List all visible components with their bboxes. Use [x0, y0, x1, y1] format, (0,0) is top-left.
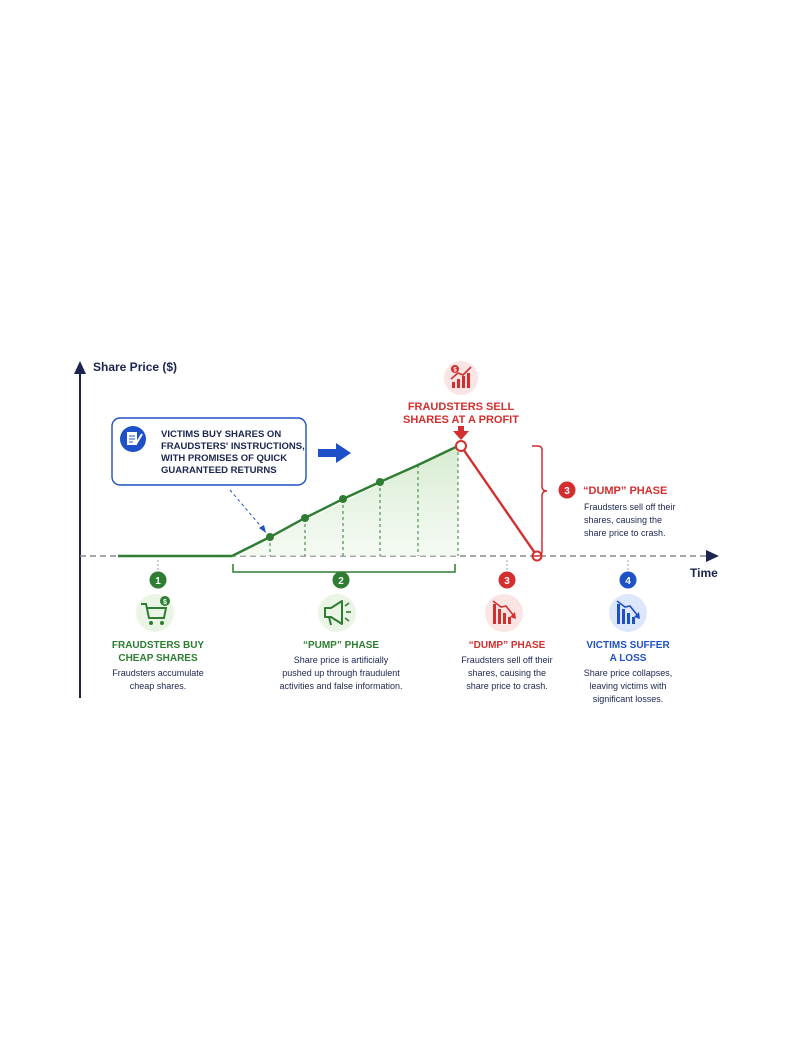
svg-text:$: $: [453, 368, 457, 374]
y-axis-label: Share Price ($): [93, 360, 177, 374]
phase-2-number: 2: [338, 576, 344, 587]
svg-text:A LOSS: A LOSS: [610, 653, 647, 664]
phase-2: 2 “PUMP” PHASE Share price is artificial…: [279, 571, 403, 691]
pump-bracket: [232, 564, 456, 573]
svg-text:FRAUDSTERS' INSTRUCTIONS,: FRAUDSTERS' INSTRUCTIONS,: [161, 441, 305, 452]
svg-text:VICTIMS BUY SHARES ON: VICTIMS BUY SHARES ON: [161, 429, 281, 440]
pump-point: [301, 514, 309, 522]
phase-1-badge: [149, 571, 167, 589]
dump-side-badge: [558, 481, 576, 499]
svg-text:GUARANTEED RETURNS: GUARANTEED RETURNS: [161, 465, 277, 476]
falling-chart-icon: [485, 594, 523, 632]
svg-text:shares, causing the: shares, causing the: [584, 515, 662, 525]
y-axis-arrow: [74, 361, 86, 374]
declining-bars-icon: [609, 594, 647, 632]
phase-4-desc: Share price collapses, leaving victims w…: [584, 668, 673, 704]
svg-text:SHARES AT A PROFIT: SHARES AT A PROFIT: [403, 414, 519, 426]
svg-text:CHEAP SHARES: CHEAP SHARES: [118, 653, 198, 664]
phase-4-badge: [619, 571, 637, 589]
phase-1-desc: Fraudsters accumulate cheap shares.: [112, 668, 204, 691]
phase-4-title: VICTIMS SUFFER A LOSS: [586, 640, 670, 664]
svg-text:cheap shares.: cheap shares.: [130, 681, 187, 691]
svg-text:WITH PROMISES OF QUICK: WITH PROMISES OF QUICK: [161, 453, 287, 464]
phase-2-desc: Share price is artificially pushed up th…: [279, 655, 402, 691]
right-arrow-icon: [318, 443, 351, 463]
peak-label: FRAUDSTERS SELL SHARES AT A PROFIT: [403, 401, 519, 426]
phase-4: 4 VICTIMS SUFFER A LOSS Share price coll…: [584, 571, 673, 704]
svg-text:shares, causing the: shares, causing the: [468, 668, 546, 678]
x-axis-label: Time: [690, 566, 718, 580]
megaphone-icon: [318, 594, 356, 632]
svg-text:FRAUDSTERS SELL: FRAUDSTERS SELL: [408, 401, 515, 413]
svg-text:Fraudsters sell off their: Fraudsters sell off their: [584, 502, 675, 512]
victims-callout-text: VICTIMS BUY SHARES ON FRAUDSTERS' INSTRU…: [161, 429, 305, 476]
pump-point: [266, 533, 274, 541]
phase-2-badge: [332, 571, 350, 589]
svg-text:VICTIMS SUFFER: VICTIMS SUFFER: [586, 640, 670, 651]
svg-text:leaving victims with: leaving victims with: [589, 681, 666, 691]
phase-1-title: FRAUDSTERS BUY CHEAP SHARES: [112, 640, 205, 664]
callout-pointer: [229, 489, 265, 531]
svg-text:$: $: [163, 599, 167, 606]
svg-text:activities and false informati: activities and false information.: [279, 681, 402, 691]
svg-text:share price to crash.: share price to crash.: [466, 681, 548, 691]
svg-text:pushed up through fraudulent: pushed up through fraudulent: [282, 668, 400, 678]
svg-text:Fraudsters accumulate: Fraudsters accumulate: [112, 668, 204, 678]
peak-point: [455, 440, 467, 452]
profit-chart-icon: $: [444, 361, 478, 395]
shopping-cart-dollar-icon: $: [136, 594, 174, 632]
phase-3-badge: [498, 571, 516, 589]
phase-3-title: “DUMP” PHASE: [469, 640, 546, 651]
phase-1: 1 $ FRAUDSTERS BUY CHEAP SHARES Fraudste…: [112, 571, 205, 691]
svg-text:FRAUDSTERS BUY: FRAUDSTERS BUY: [112, 640, 205, 651]
document-pen-icon: [120, 426, 146, 452]
pump-point-drop-lines: [269, 446, 459, 556]
phase-2-title: “PUMP” PHASE: [303, 640, 379, 651]
phase-connectors: [157, 560, 629, 571]
victims-callout-box: [111, 417, 307, 486]
dump-side-desc: Fraudsters sell off their shares, causin…: [584, 502, 675, 538]
phase-1-number: 1: [155, 576, 161, 587]
peak-down-arrow: [453, 431, 469, 440]
svg-text:share price to crash.: share price to crash.: [584, 528, 666, 538]
pump-point: [339, 495, 347, 503]
dump-line: [460, 445, 538, 557]
peak-down-arrow-stem: [458, 426, 464, 432]
phase-3-number: 3: [504, 576, 510, 587]
callout-pointer-head: [259, 525, 266, 533]
dump-side-title: “DUMP” PHASE: [583, 485, 667, 497]
pump-points: [266, 478, 384, 541]
svg-text:significant losses.: significant losses.: [593, 694, 664, 704]
svg-text:Share price is artificially: Share price is artificially: [294, 655, 389, 665]
pump-point: [376, 478, 384, 486]
dump-bracket: [532, 445, 548, 557]
phase-3-desc: Fraudsters sell off their shares, causin…: [461, 655, 552, 691]
svg-text:Fraudsters sell off their: Fraudsters sell off their: [461, 655, 552, 665]
phase-3: 3 “DUMP” PHASE Fraudsters sell off their…: [461, 571, 553, 691]
dump-side-badge-number: 3: [564, 486, 570, 497]
svg-text:Share price collapses,: Share price collapses,: [584, 668, 673, 678]
x-axis-arrow: [706, 550, 719, 562]
phase-4-number: 4: [625, 576, 631, 587]
